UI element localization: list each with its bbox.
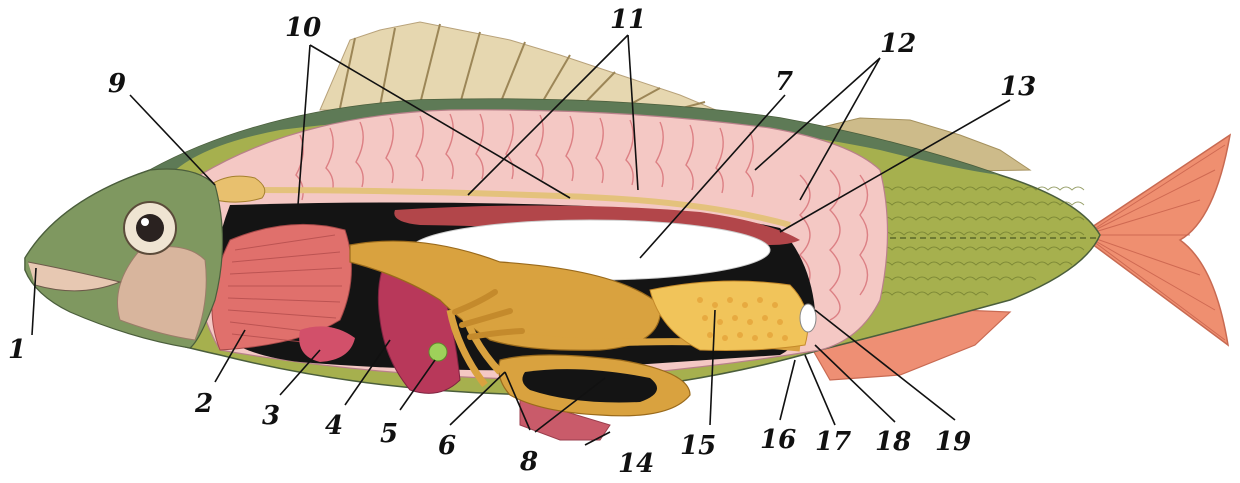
label-14: 14 (618, 449, 654, 478)
label-6: 6 (438, 431, 456, 461)
label-18: 18 (875, 427, 911, 457)
eye-highlight (141, 218, 149, 226)
label-13: 13 (1000, 72, 1036, 102)
label-7: 7 (775, 67, 793, 97)
caudal-fin (1080, 135, 1230, 345)
label-9: 9 (108, 69, 126, 99)
label-11: 11 (610, 5, 646, 35)
label-16: 16 (760, 425, 796, 455)
label-17: 17 (815, 427, 851, 457)
pupil (136, 214, 164, 242)
label-12: 12 (880, 29, 916, 59)
urinary-bladder (800, 304, 816, 332)
label-8: 8 (519, 447, 538, 477)
label-5: 5 (380, 419, 398, 449)
gall-bladder (429, 343, 447, 361)
label-2: 2 (194, 389, 213, 419)
label-15: 15 (680, 431, 716, 461)
label-3: 3 (262, 401, 280, 431)
label-4: 4 (325, 411, 343, 441)
label-10: 10 (285, 13, 321, 43)
label-1: 1 (8, 335, 26, 365)
label-19: 19 (935, 427, 971, 457)
